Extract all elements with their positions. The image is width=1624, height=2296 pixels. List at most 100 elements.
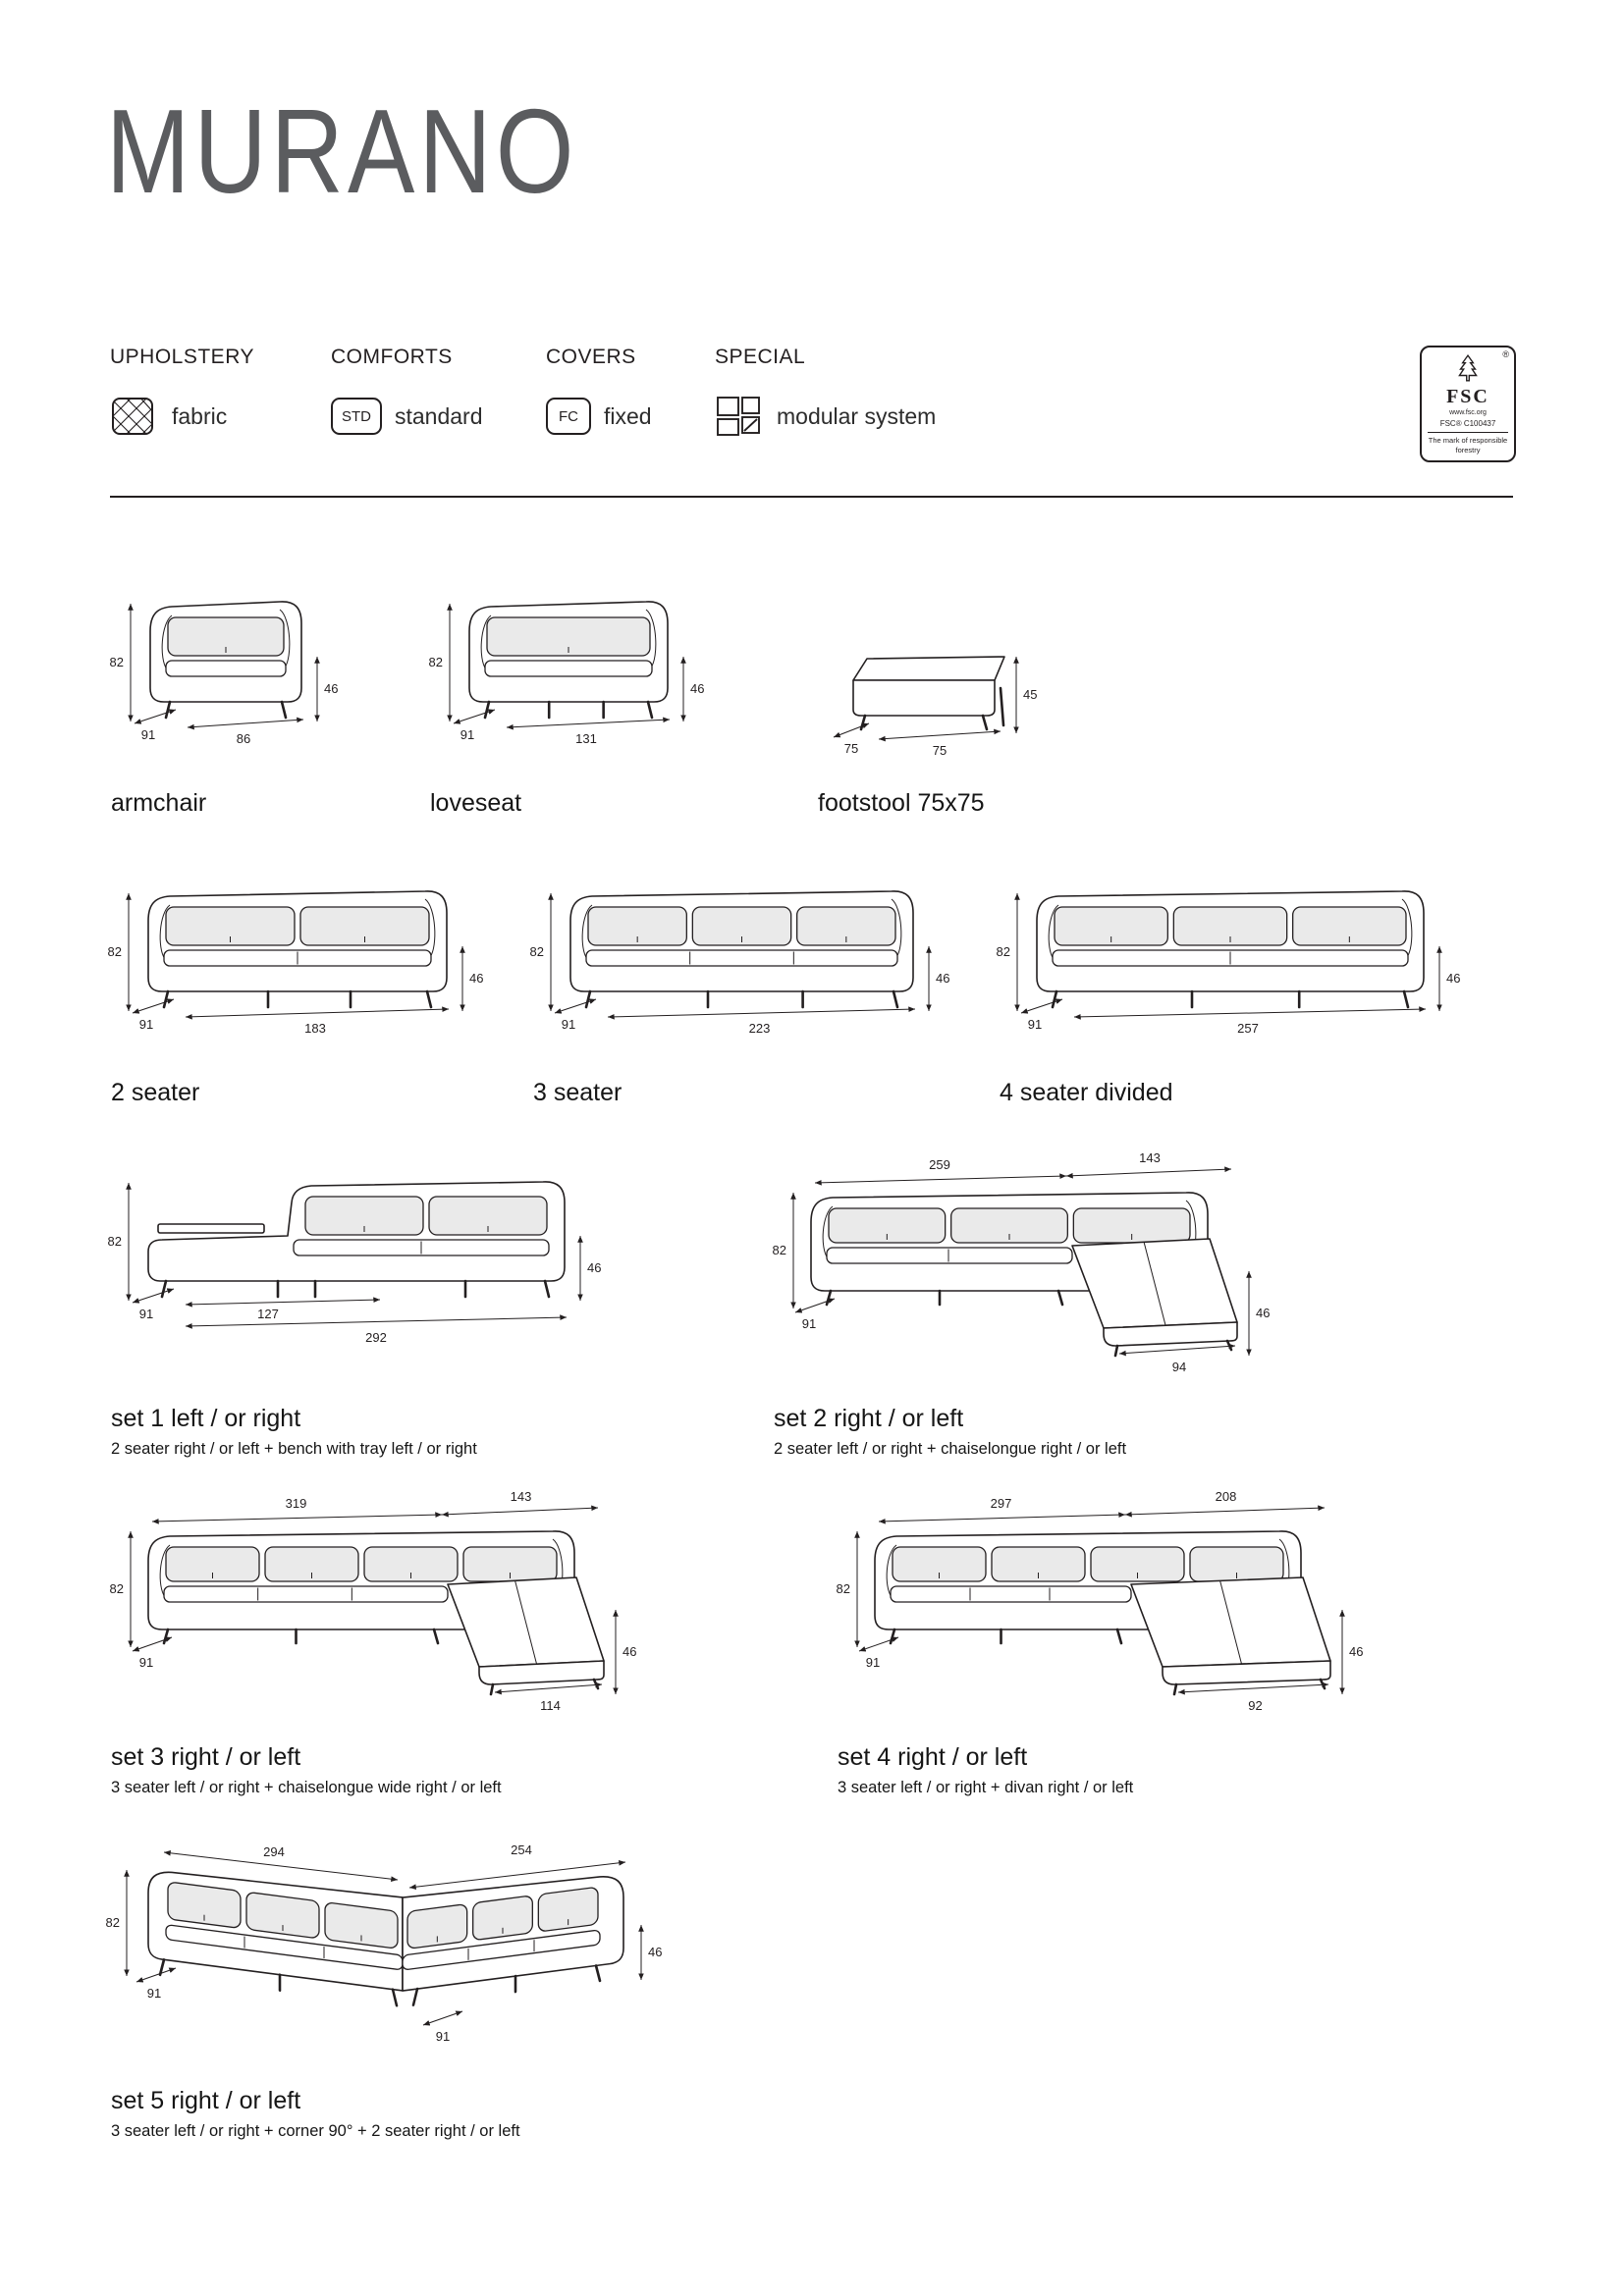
svg-text:91: 91 bbox=[460, 727, 474, 742]
armchair-drawing: 82 46 91 86 bbox=[110, 601, 338, 746]
svg-text:91: 91 bbox=[1028, 1017, 1042, 1032]
svg-text:82: 82 bbox=[110, 1581, 124, 1596]
product-set1: 82 46 91 127 292 set 1 left / or right 2 sea… bbox=[93, 1153, 628, 1459]
header-rule bbox=[110, 496, 1513, 498]
svg-text:45: 45 bbox=[1023, 687, 1037, 702]
product-set3: 319 143 82 91 46 114 set 3 right / or left 3 … bbox=[93, 1489, 658, 1797]
svg-text:46: 46 bbox=[690, 681, 704, 696]
svg-text:297: 297 bbox=[991, 1496, 1012, 1511]
svg-text:46: 46 bbox=[587, 1260, 601, 1275]
svg-text:94: 94 bbox=[1172, 1360, 1186, 1374]
legend-label-comforts: standard bbox=[395, 402, 483, 429]
set-description: 3 seater left / or right + corner 90° + … bbox=[111, 2122, 520, 2140]
legend-special: SPECIAL modular system bbox=[715, 346, 936, 442]
legend-header-special: SPECIAL bbox=[715, 346, 806, 368]
svg-text:82: 82 bbox=[837, 1581, 850, 1596]
legend-header-comforts: COMFORTS bbox=[331, 346, 453, 368]
set-title: set 3 right / or left bbox=[111, 1743, 301, 1771]
product-name: footstool 75x75 bbox=[818, 789, 985, 817]
legend-header-covers: COVERS bbox=[546, 346, 636, 368]
svg-text:91: 91 bbox=[866, 1655, 880, 1670]
product-name: 3 seater bbox=[533, 1079, 623, 1106]
modular-grid-icon bbox=[717, 397, 760, 436]
product-armchair: 82 46 91 86 armchair bbox=[93, 574, 358, 818]
fsc-logo: ® FSC www.fsc.org FSC® C100437 The mark … bbox=[1420, 346, 1516, 462]
set-title: set 5 right / or left bbox=[111, 2087, 301, 2114]
set-description: 2 seater left / or right + chaiselongue … bbox=[774, 1440, 1127, 1458]
four-seater-drawing: 82 46 91 257 bbox=[997, 890, 1460, 1036]
fc-badge: FC bbox=[546, 398, 591, 435]
svg-text:143: 143 bbox=[511, 1492, 532, 1504]
svg-text:254: 254 bbox=[511, 1842, 532, 1857]
svg-text:91: 91 bbox=[141, 727, 155, 742]
svg-text:82: 82 bbox=[106, 1915, 120, 1930]
svg-text:46: 46 bbox=[1446, 971, 1460, 986]
svg-text:91: 91 bbox=[436, 2029, 450, 2044]
product-name: 4 seater divided bbox=[1000, 1079, 1173, 1106]
set-description: 3 seater left / or right + chaiselongue … bbox=[111, 1779, 502, 1796]
fabric-swatch-icon bbox=[112, 398, 153, 435]
svg-text:92: 92 bbox=[1248, 1698, 1262, 1713]
fsc-license-code: FSC® C100437 bbox=[1439, 419, 1496, 428]
legend-upholstery: UPHOLSTERY fabric bbox=[110, 346, 254, 442]
svg-text:91: 91 bbox=[802, 1316, 816, 1331]
svg-text:131: 131 bbox=[575, 731, 597, 746]
svg-text:292: 292 bbox=[365, 1330, 387, 1345]
legend-label-upholstery: fabric bbox=[172, 402, 228, 429]
svg-text:46: 46 bbox=[324, 681, 338, 696]
svg-text:257: 257 bbox=[1237, 1021, 1259, 1036]
svg-text:46: 46 bbox=[469, 971, 483, 986]
legend-covers: COVERS FC fixed bbox=[546, 346, 652, 442]
svg-text:82: 82 bbox=[108, 1234, 122, 1249]
svg-text:114: 114 bbox=[540, 1698, 561, 1713]
svg-text:46: 46 bbox=[1349, 1644, 1363, 1659]
footstool-drawing: 45 75 75 bbox=[833, 656, 1037, 758]
fsc-divider bbox=[1428, 432, 1508, 433]
legend-header-upholstery: UPHOLSTERY bbox=[110, 346, 254, 368]
fsc-name: FSC bbox=[1446, 386, 1489, 407]
set-title: set 2 right / or left bbox=[774, 1405, 964, 1432]
legend-comforts: COMFORTS STD standard bbox=[331, 346, 483, 442]
svg-text:86: 86 bbox=[237, 731, 250, 746]
fsc-tagline: The mark of responsible forestry bbox=[1428, 436, 1508, 454]
set-title: set 1 left / or right bbox=[111, 1405, 301, 1432]
svg-text:127: 127 bbox=[257, 1307, 279, 1321]
svg-text:143: 143 bbox=[1139, 1153, 1161, 1165]
registered-mark: ® bbox=[1502, 349, 1509, 359]
set-title: set 4 right / or left bbox=[838, 1743, 1028, 1771]
svg-text:82: 82 bbox=[997, 944, 1010, 959]
set-description: 3 seater left / or right + divan right /… bbox=[838, 1779, 1134, 1796]
svg-text:82: 82 bbox=[773, 1243, 786, 1257]
product-name: armchair bbox=[111, 789, 207, 817]
set-description: 2 seater right / or left + bench with tr… bbox=[111, 1440, 477, 1458]
svg-text:46: 46 bbox=[648, 1945, 662, 1959]
svg-text:46: 46 bbox=[623, 1644, 636, 1659]
svg-text:82: 82 bbox=[530, 944, 544, 959]
product-name: 2 seater bbox=[111, 1079, 200, 1106]
svg-text:294: 294 bbox=[263, 1844, 285, 1859]
svg-text:91: 91 bbox=[139, 1655, 153, 1670]
fsc-tree-icon bbox=[1458, 353, 1478, 382]
svg-text:75: 75 bbox=[844, 741, 858, 756]
svg-text:75: 75 bbox=[933, 743, 947, 758]
svg-text:91: 91 bbox=[139, 1307, 153, 1321]
svg-text:91: 91 bbox=[562, 1017, 575, 1032]
page-title: MURANO bbox=[106, 84, 578, 218]
product-name: loveseat bbox=[430, 789, 522, 817]
svg-text:82: 82 bbox=[108, 944, 122, 959]
fsc-url: www.fsc.org bbox=[1449, 409, 1487, 416]
svg-text:319: 319 bbox=[286, 1496, 307, 1511]
svg-text:82: 82 bbox=[110, 655, 124, 669]
set1-drawing: 82 46 91 127 292 bbox=[108, 1181, 601, 1345]
svg-text:46: 46 bbox=[1256, 1306, 1270, 1320]
